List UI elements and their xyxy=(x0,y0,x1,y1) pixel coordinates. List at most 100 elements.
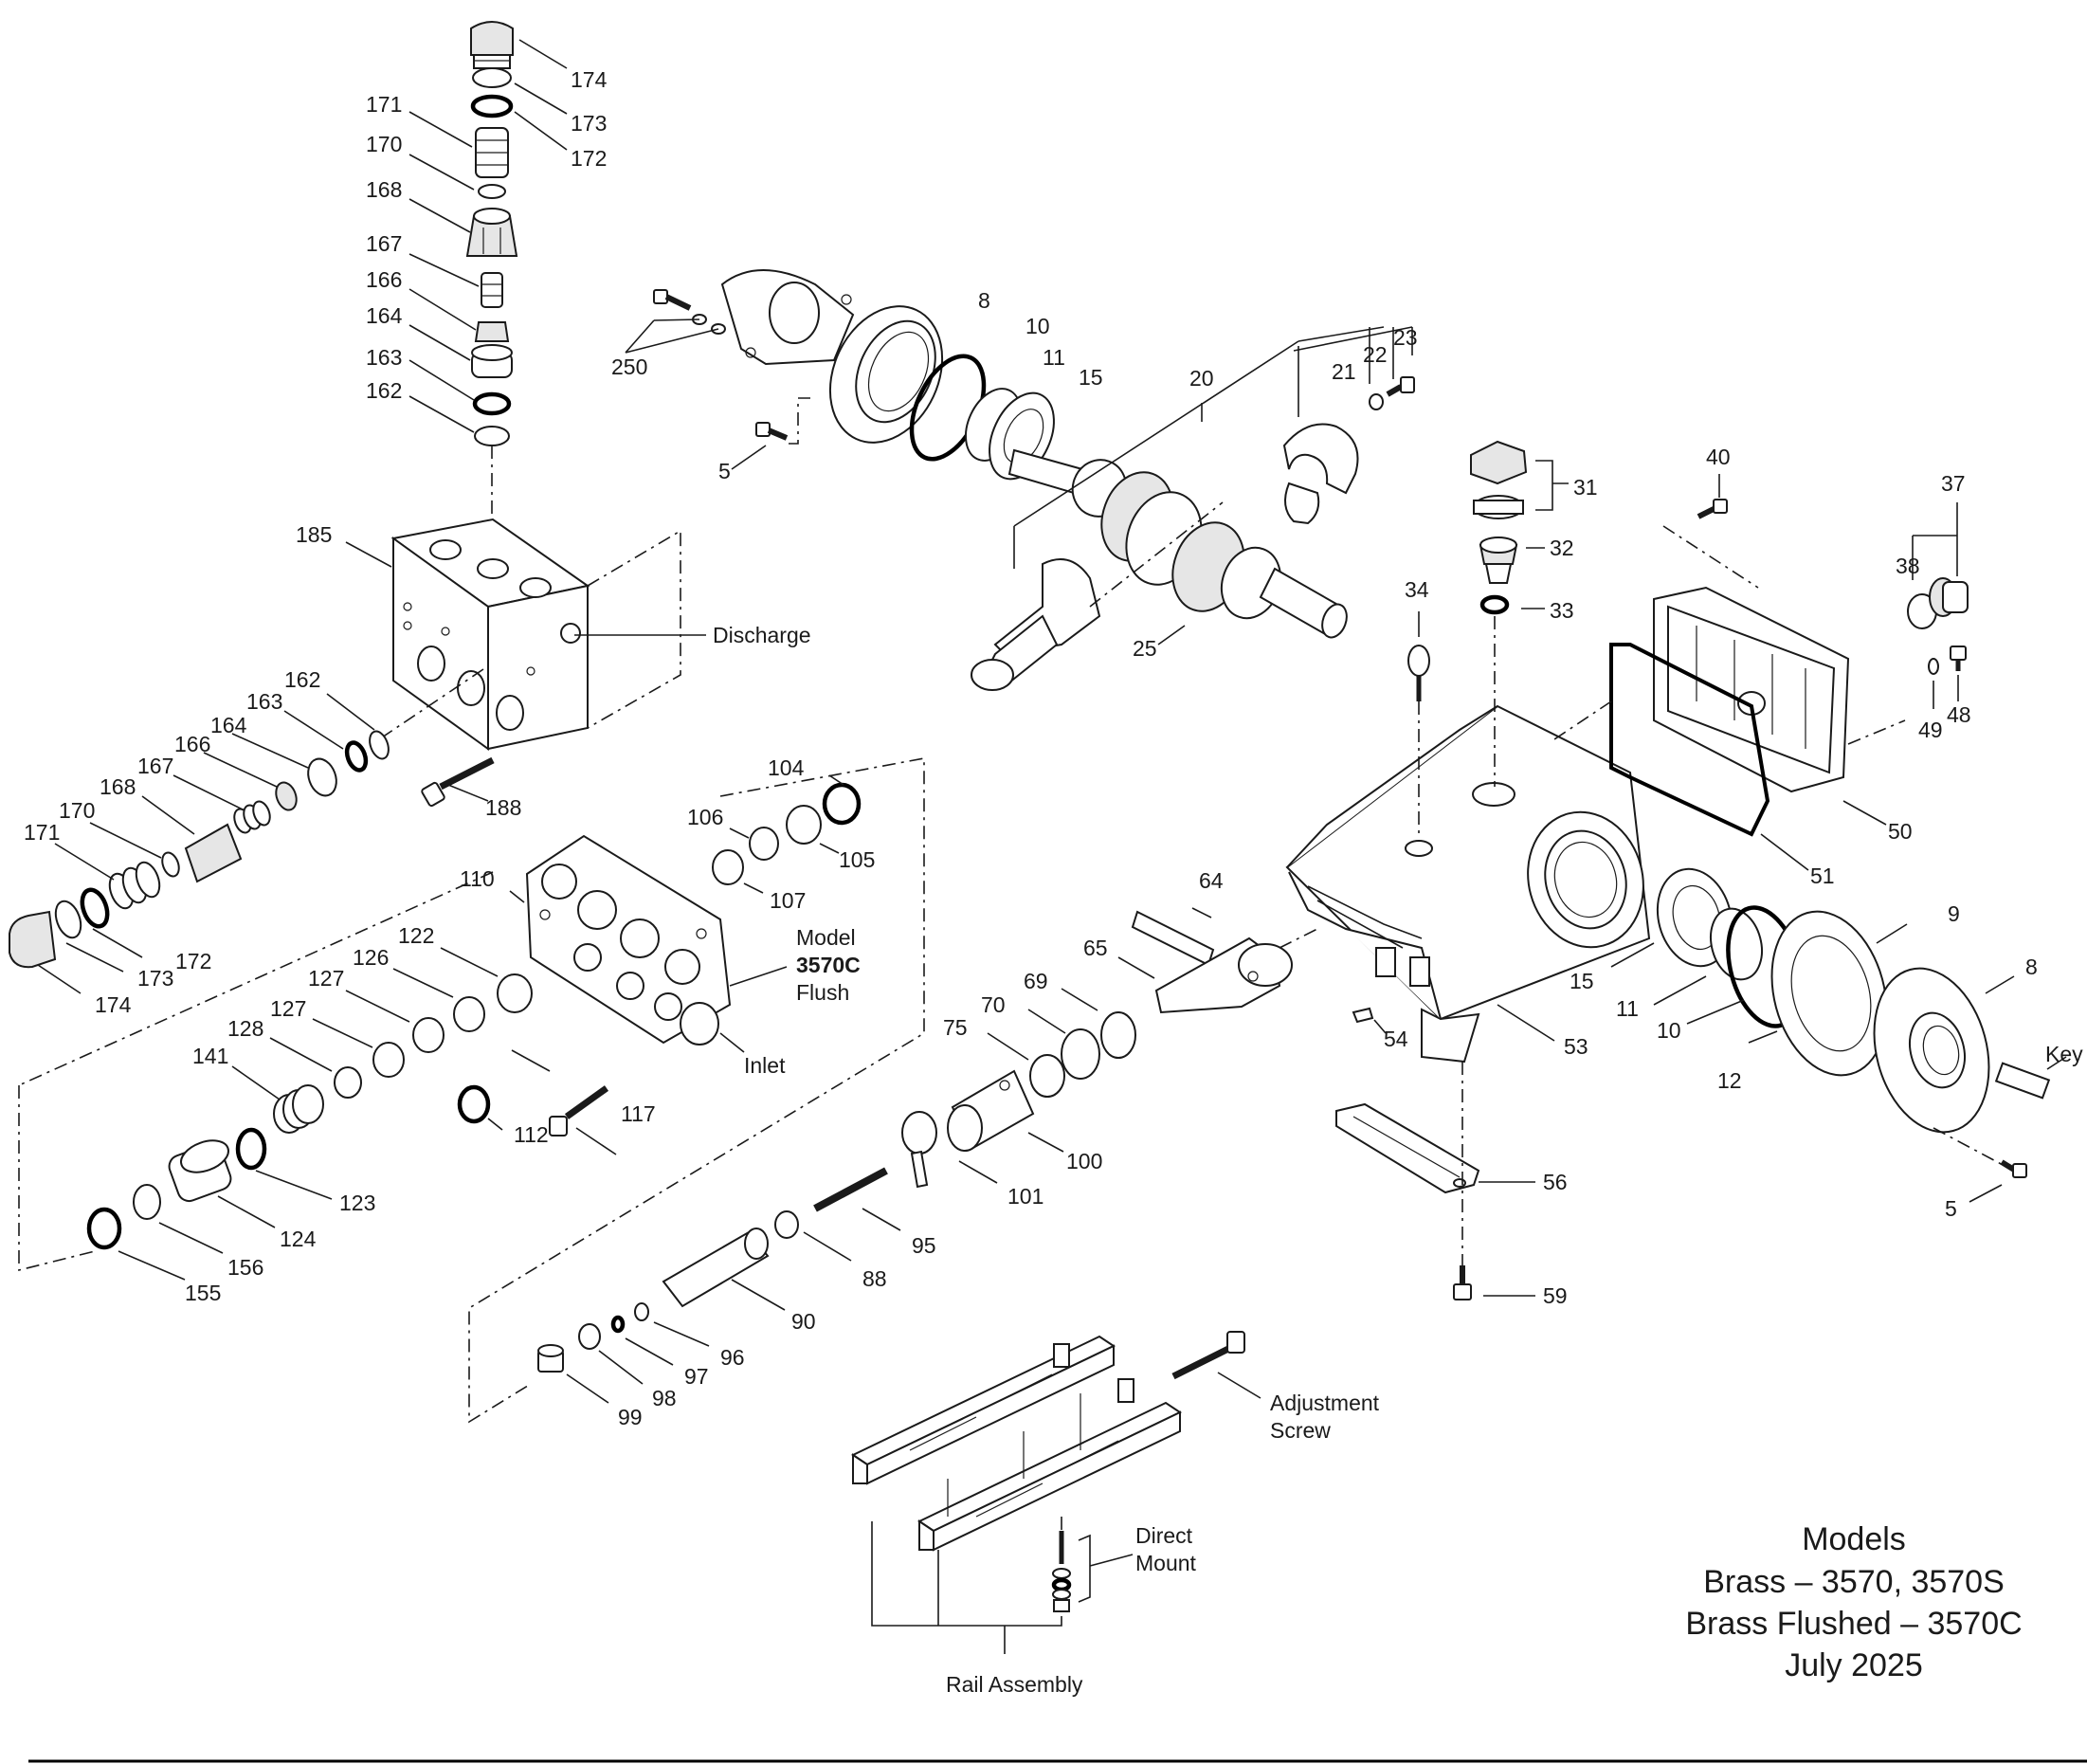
washer-75 xyxy=(1029,1054,1065,1098)
spring-141 xyxy=(273,1084,324,1134)
models-heading: Models xyxy=(1802,1521,1906,1557)
label-163-top: 163 xyxy=(366,345,402,370)
label-33: 33 xyxy=(1550,598,1574,623)
seal-127b xyxy=(372,1042,405,1078)
label-8-right: 8 xyxy=(2025,955,2038,979)
nut-99 xyxy=(537,1344,564,1373)
spring-167-top xyxy=(481,272,503,308)
leader-69 xyxy=(1061,988,1098,1011)
washer-170-left xyxy=(161,851,180,878)
crankshaft-25 xyxy=(1007,448,1348,639)
label-126: 126 xyxy=(353,945,389,970)
backup-ring-173-left xyxy=(54,900,82,939)
label-49: 49 xyxy=(1918,718,1943,742)
pump-head-110 xyxy=(525,834,732,1046)
label-172-top: 172 xyxy=(571,146,607,171)
label-5-right: 5 xyxy=(1945,1196,1957,1221)
label-59: 59 xyxy=(1543,1283,1568,1308)
label-170-left: 170 xyxy=(59,798,95,823)
backup-ring-173-top xyxy=(472,67,512,88)
label-162-top: 162 xyxy=(366,378,402,403)
screw-5-top xyxy=(755,422,789,441)
leader-50 xyxy=(1842,800,1887,826)
label-162-left: 162 xyxy=(284,667,320,692)
seal-126 xyxy=(453,996,485,1032)
label-127b: 127 xyxy=(270,996,306,1021)
cover-axis-b xyxy=(1847,719,1906,745)
rail-assembly xyxy=(850,1335,1183,1552)
backup-ring-162-left xyxy=(369,730,390,760)
conrod-cap-21 xyxy=(1282,423,1359,525)
leader-53 xyxy=(1497,1004,1555,1042)
screw-40 xyxy=(1697,499,1728,519)
bolt-117 xyxy=(549,1085,609,1137)
plunger-flange-250 xyxy=(720,269,855,366)
label-31: 31 xyxy=(1573,475,1598,500)
label-65: 65 xyxy=(1083,936,1108,960)
label-100: 100 xyxy=(1066,1149,1102,1173)
label-40: 40 xyxy=(1706,445,1731,469)
leader-88 xyxy=(803,1231,852,1262)
label-97: 97 xyxy=(684,1364,709,1389)
cover-8-bolt-axis xyxy=(1933,1127,2005,1167)
label-173-left: 173 xyxy=(137,966,173,991)
right-group-leaders xyxy=(1610,923,2015,1044)
leader-104 xyxy=(828,774,844,786)
callout-flush: Flush xyxy=(796,980,849,1005)
rear-cover-50 xyxy=(1653,586,1850,793)
label-123: 123 xyxy=(339,1191,375,1215)
label-174-top: 174 xyxy=(571,67,608,92)
models-date: July 2025 xyxy=(1785,1647,1923,1683)
conrod-axis xyxy=(1089,501,1224,608)
leader-107 xyxy=(743,882,764,894)
direct-mount-hardware xyxy=(1051,1531,1072,1612)
head-dash-left xyxy=(18,871,494,1086)
label-21: 21 xyxy=(1332,359,1356,384)
label-170-top: 170 xyxy=(366,132,402,156)
leader-105 xyxy=(819,843,840,854)
leader-65 xyxy=(1117,956,1155,979)
label-167-top: 167 xyxy=(366,231,402,256)
o-ring-163-left xyxy=(344,740,369,773)
label-167-left: 167 xyxy=(137,754,173,778)
label-11-right: 11 xyxy=(1616,996,1639,1021)
bracket-20 xyxy=(1013,340,1299,569)
valve-166-top xyxy=(474,321,510,342)
models-block: Models Brass – 3570, 3570S Brass Flushed… xyxy=(1685,1521,2022,1683)
discharge-manifold-185 xyxy=(390,518,590,751)
label-141: 141 xyxy=(192,1044,228,1068)
washer-88 xyxy=(774,1210,799,1239)
key xyxy=(1994,1062,2051,1100)
label-75: 75 xyxy=(943,1015,968,1040)
bracket-21-23 xyxy=(1298,327,1413,417)
callout-discharge: Discharge xyxy=(713,623,811,647)
seal-127a xyxy=(412,1017,445,1053)
label-128: 128 xyxy=(227,1016,263,1041)
spring-171-left xyxy=(108,861,161,910)
label-15-right: 15 xyxy=(1570,969,1594,993)
fill-cap-31 xyxy=(1470,440,1528,519)
plunger-rod-65 xyxy=(1154,937,1293,1014)
left-valve-stack xyxy=(9,730,390,969)
label-105: 105 xyxy=(839,847,875,872)
spring-167-left xyxy=(233,800,271,834)
washer-22 xyxy=(1369,393,1384,410)
callout-screw: Screw xyxy=(1270,1418,1331,1443)
o-ring-163-top xyxy=(472,391,512,416)
valve-cage-168-left xyxy=(184,823,243,883)
o-ring-104 xyxy=(822,782,862,826)
label-12: 12 xyxy=(1717,1068,1742,1093)
leader-106 xyxy=(729,827,750,839)
label-127a: 127 xyxy=(308,966,344,991)
bracket-rail-assembly xyxy=(871,1521,1062,1654)
screw-5-right xyxy=(2000,1159,2027,1178)
left-seal-leaders xyxy=(118,947,617,1281)
washer-96 xyxy=(634,1302,649,1321)
label-51: 51 xyxy=(1810,864,1835,888)
leader-64 xyxy=(1191,907,1212,918)
washer-98 xyxy=(578,1323,601,1350)
leader-75 xyxy=(987,1032,1029,1061)
bearing-cover-8-right xyxy=(1873,967,1990,1134)
